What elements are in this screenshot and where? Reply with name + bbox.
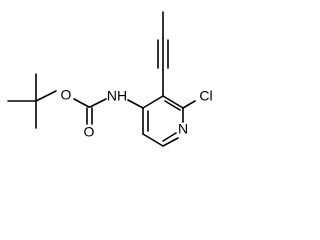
atom-nh: NH <box>107 88 127 104</box>
bond-tbu-to-oxygen <box>35 90 57 102</box>
bond-nh-to-ring <box>127 99 144 109</box>
ring-bond-c3-c2-inner <box>164 100 181 111</box>
atom-oxygen-carbonyl: O <box>84 124 95 140</box>
structure-canvas: O O NH N Cl <box>0 0 227 161</box>
bond-oxygen-to-carbonyl <box>73 98 90 108</box>
chemical-structure: O O NH N Cl <box>7 11 213 147</box>
ring-bond-c3-c2 <box>162 95 184 109</box>
atom-oxygen-ether: O <box>61 87 72 103</box>
atom-nitrogen-ring: N <box>178 121 188 137</box>
ring-bond-c6-c5 <box>142 133 164 147</box>
bond-c2-to-cl <box>182 100 196 109</box>
atom-chlorine: Cl <box>199 88 212 104</box>
ring-bond-n1-c6 <box>162 137 179 147</box>
bond-carbonyl-to-nh <box>89 98 107 108</box>
ring-bond-n1-c6-inner <box>162 132 177 142</box>
ring-bond-c4-c3 <box>142 95 164 109</box>
